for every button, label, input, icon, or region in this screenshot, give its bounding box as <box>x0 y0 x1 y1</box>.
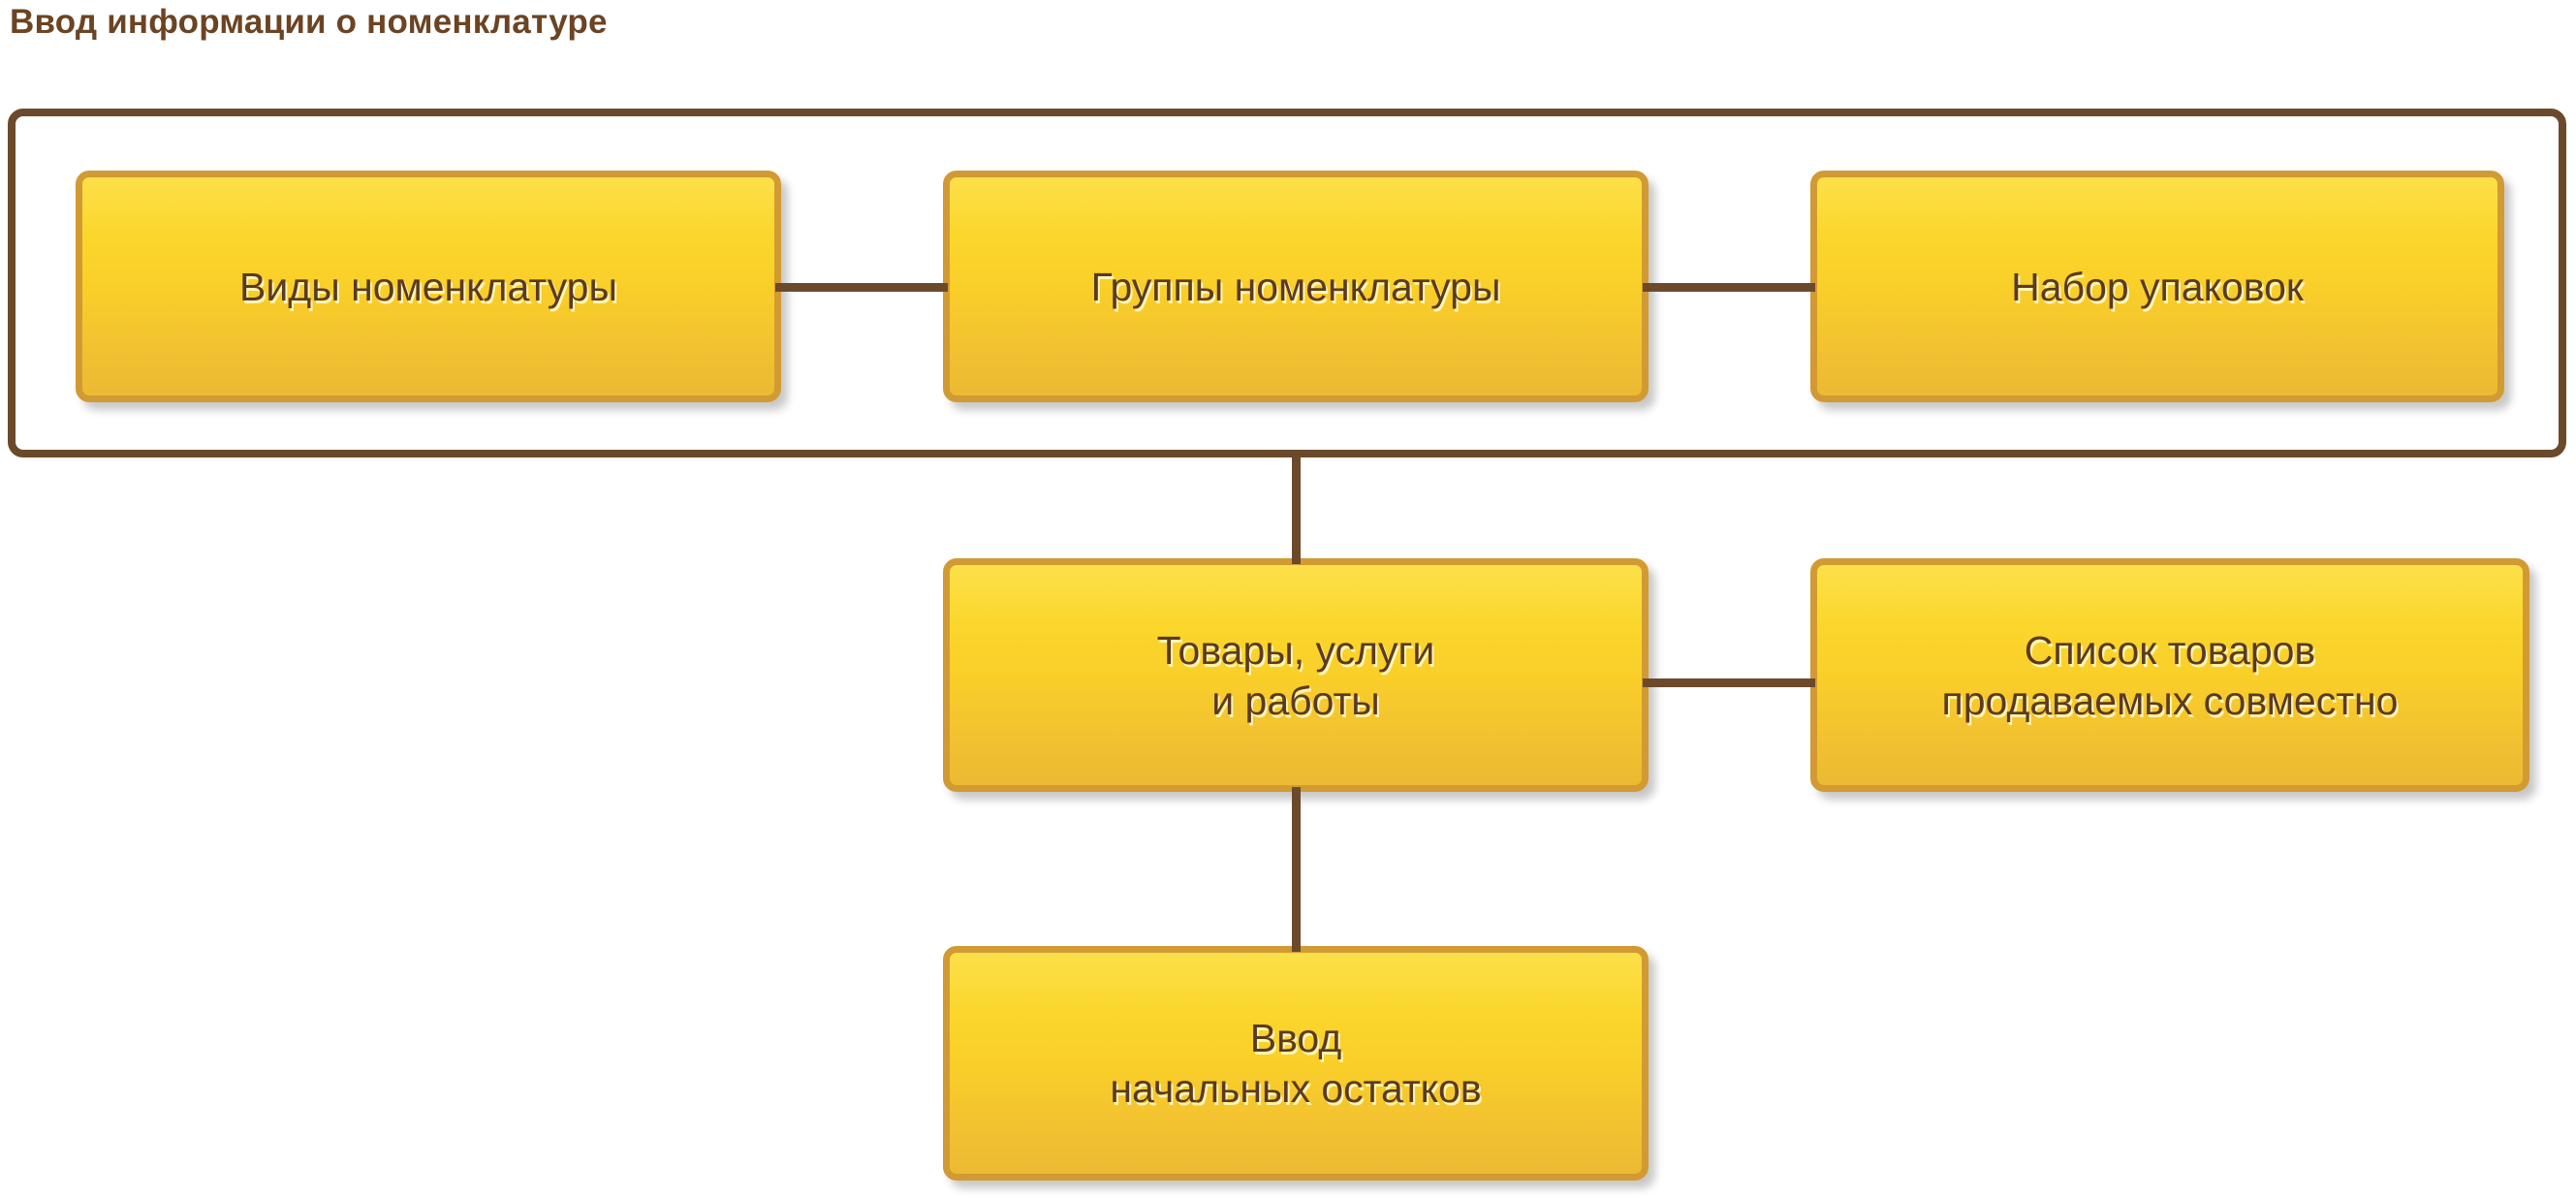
node-nabor-upakovok[interactable]: Набор упаковок <box>1810 171 2504 402</box>
node-gruppy-nomenklatury[interactable]: Группы номенклатуры <box>943 171 1649 402</box>
connector-group-to-tovary <box>1292 450 1301 564</box>
node-label: Набор упаковок <box>2011 264 2304 309</box>
connector-gruppy-to-nabor <box>1643 283 1815 292</box>
node-label: Список товаров продаваемых совместно <box>1941 627 2399 723</box>
connector-tovary-to-spisok <box>1643 678 1815 687</box>
node-tovary-uslugi-i-raboty[interactable]: Товары, услуги и работы <box>943 558 1649 792</box>
node-label: Товары, услуги и работы <box>1156 627 1435 723</box>
node-vidy-nomenklatury[interactable]: Виды номенклатуры <box>76 171 781 402</box>
node-label: Группы номенклатуры <box>1090 264 1501 309</box>
page-title: Ввод информации о номенклатуре <box>10 3 608 41</box>
node-vvod-nachalnyh-ostatkov[interactable]: Ввод начальных остатков <box>943 946 1649 1181</box>
node-label: Ввод начальных остатков <box>1110 1016 1482 1111</box>
node-label: Виды номенклатуры <box>239 264 617 309</box>
connector-tovary-to-vvod <box>1292 787 1301 952</box>
node-spisok-tovarov-prodavaemyh-sovmestno[interactable]: Список товаров продаваемых совместно <box>1810 558 2529 792</box>
connector-vidy-to-gruppy <box>775 283 948 292</box>
group-frame-nomenclature <box>8 109 2566 457</box>
